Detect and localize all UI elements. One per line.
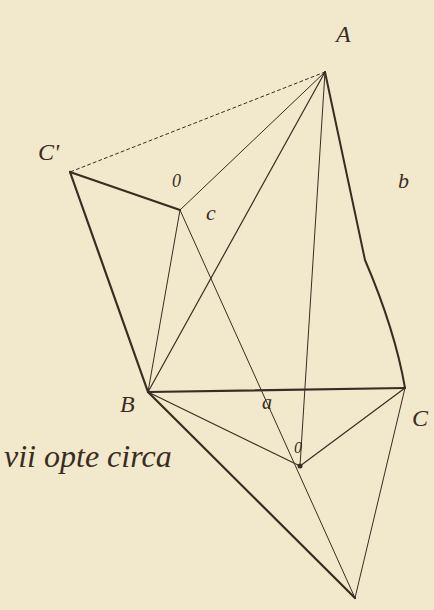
side-label: c: [206, 202, 216, 224]
center-dot: [298, 464, 303, 469]
vertex-label: C: [412, 406, 428, 430]
thin-line: [148, 210, 180, 392]
side-line: [70, 172, 180, 210]
thin-line: [180, 210, 355, 598]
side-label: a: [262, 392, 272, 412]
side-line: [148, 392, 355, 598]
thin-line: [148, 72, 325, 392]
thin-line: [300, 72, 325, 466]
handwritten-note: vii opte circa: [4, 440, 172, 472]
vertex-label: A: [336, 22, 351, 46]
dashed-line: [70, 72, 325, 172]
center-label: 0: [172, 172, 181, 190]
vertex-label: C': [38, 140, 59, 164]
side-line: [70, 172, 148, 392]
triangle-base: [148, 388, 405, 392]
side-line: [325, 72, 405, 388]
center-label: 0: [294, 440, 302, 456]
side-label: b: [398, 170, 409, 192]
thin-line: [355, 388, 405, 598]
thin-line: [180, 72, 325, 210]
vertex-label: B: [120, 392, 135, 416]
